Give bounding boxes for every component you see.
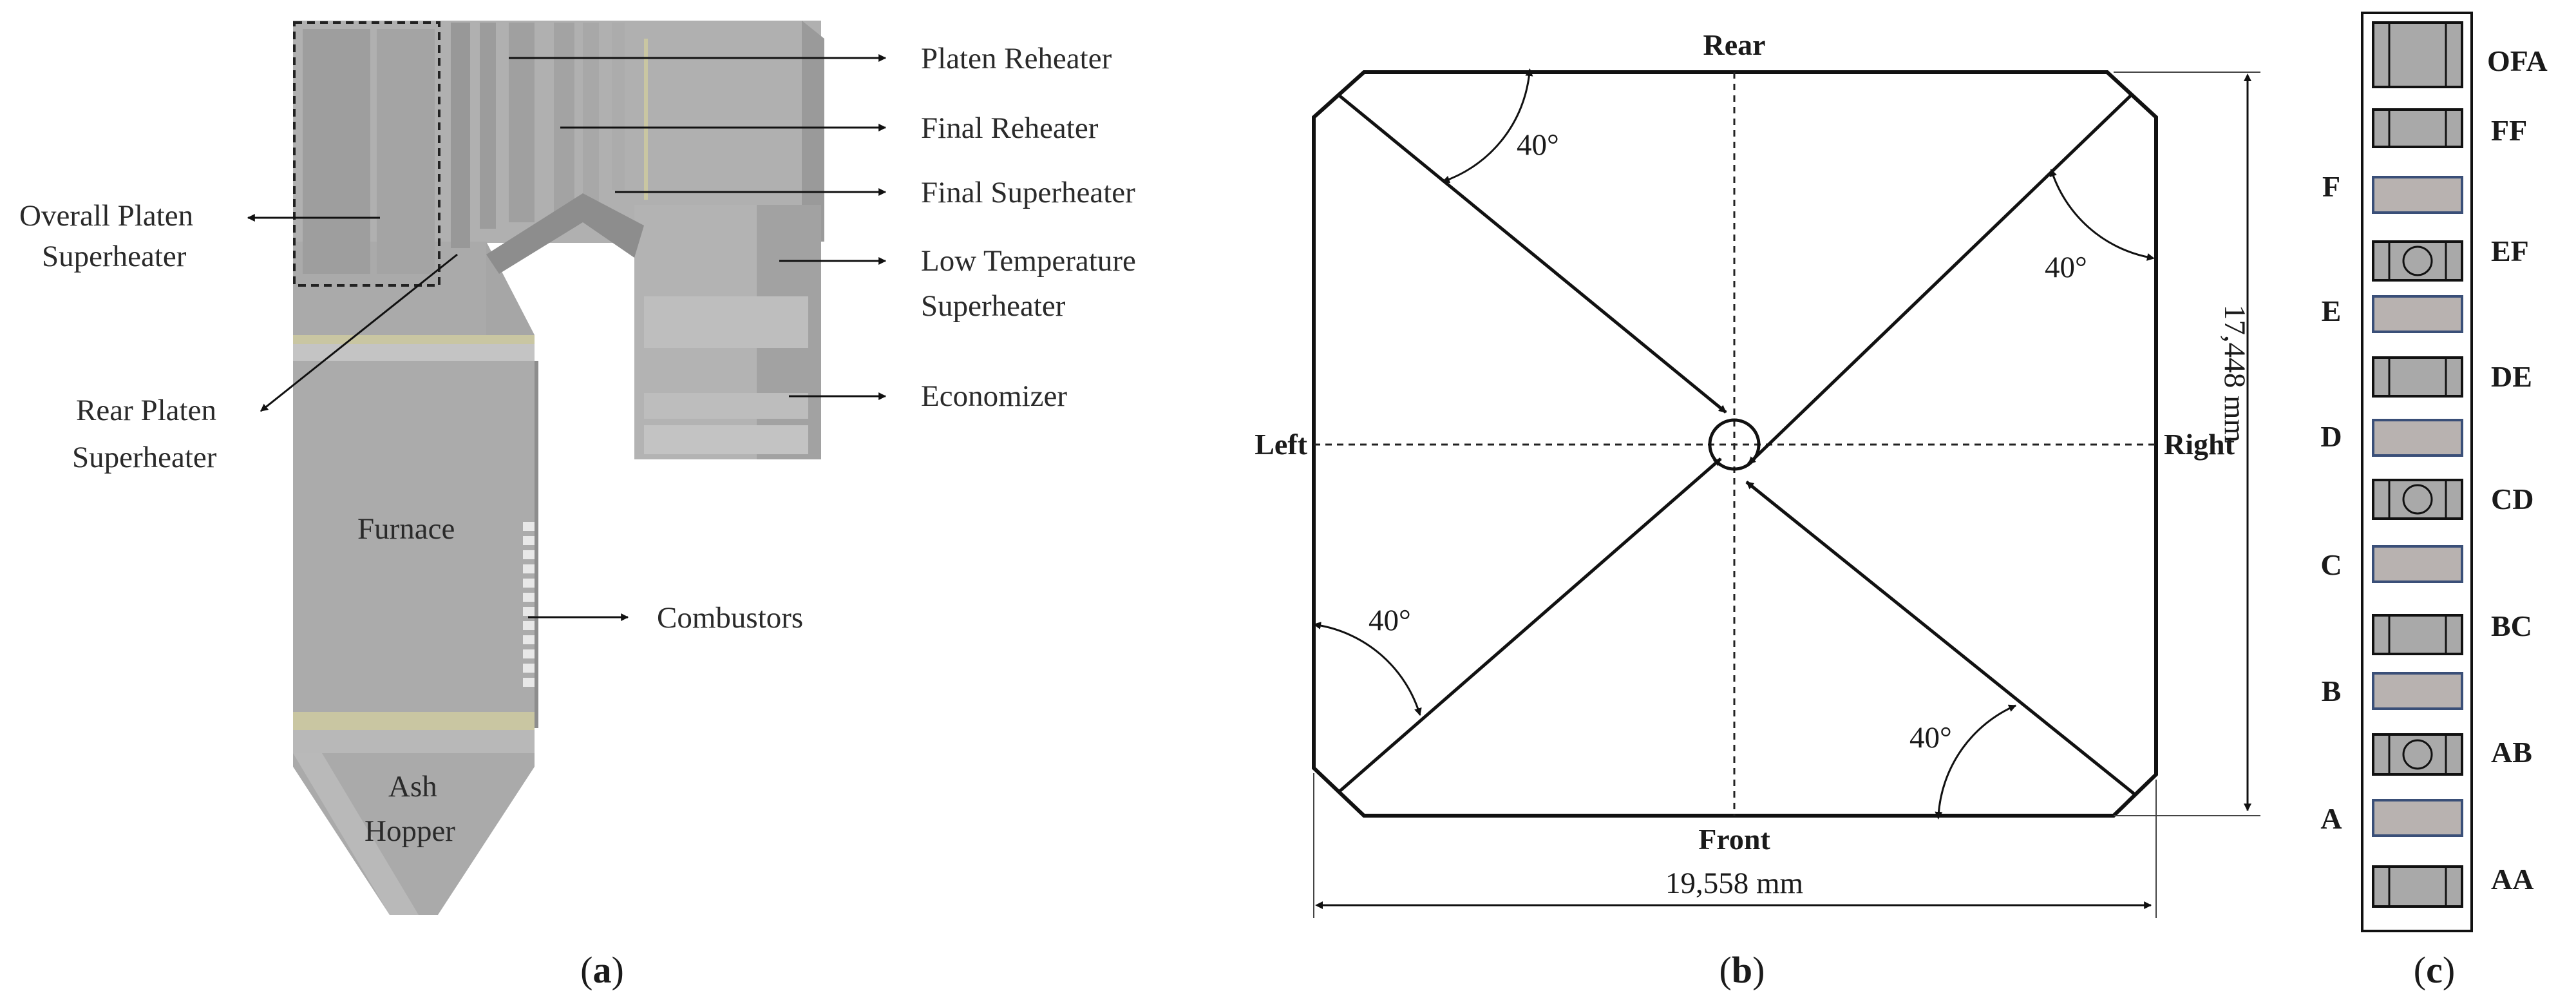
depth-dimension-label: 17,448 mm	[2218, 305, 2251, 443]
burner-column	[2361, 12, 2473, 932]
label-ab: AB	[2491, 736, 2532, 769]
panel-a: Platen Reheater Final Reheater Final Sup…	[19, 21, 1136, 991]
label-a: A	[2320, 802, 2342, 835]
right-labels: OFA FF EF DE CD BC AB AA	[2487, 44, 2548, 896]
nozzle-e	[2372, 295, 2463, 333]
label-de: DE	[2491, 360, 2532, 393]
label-rear-platen-1: Rear Platen	[76, 394, 216, 427]
label-rear: Rear	[1703, 28, 1765, 61]
nozzle-ef	[2372, 240, 2463, 282]
width-dimension-label: 19,558 mm	[1665, 867, 1803, 900]
nozzle-ff	[2372, 108, 2463, 148]
nozzle-ofa	[2372, 21, 2463, 88]
label-overall-platen-2: Superheater	[42, 240, 187, 273]
jet-lines	[1337, 93, 2136, 796]
label-front: Front	[1698, 823, 1770, 856]
label-low-temp-superheater-2: Superheater	[921, 289, 1066, 323]
boiler-body	[293, 21, 824, 915]
nozzle-aa	[2372, 865, 2463, 908]
label-c: C	[2320, 548, 2342, 581]
label-final-reheater: Final Reheater	[921, 111, 1099, 145]
label-f: F	[2322, 170, 2340, 203]
nozzle-cd	[2372, 479, 2463, 520]
angle-label-bottom-right: 40°	[1909, 721, 1952, 754]
label-aa: AA	[2491, 863, 2533, 896]
label-e: E	[2322, 294, 2342, 327]
label-d: D	[2320, 420, 2342, 453]
label-ash: Ash	[388, 770, 437, 803]
tangential-circle	[1708, 418, 1761, 471]
fuel-nozzles	[2372, 176, 2463, 837]
label-ofa: OFA	[2487, 44, 2548, 77]
angle-labels: 40° 40° 40° 40°	[1368, 128, 2087, 754]
label-ff: FF	[2491, 114, 2527, 147]
nozzle-de	[2372, 356, 2463, 398]
nozzle-a	[2372, 799, 2463, 837]
combustor-ports	[523, 522, 535, 687]
overall-platen-box	[293, 21, 440, 287]
label-hopper: Hopper	[365, 814, 455, 848]
angle-label-bottom-left: 40°	[1368, 604, 1411, 637]
nozzle-bc	[2372, 614, 2463, 655]
angle-arcs	[1313, 68, 2155, 820]
label-platen-reheater: Platen Reheater	[921, 42, 1112, 75]
depth-dimension	[2114, 72, 2260, 816]
angle-label-top-right: 40°	[2045, 251, 2087, 284]
label-furnace: Furnace	[357, 512, 455, 546]
label-rear-platen-2: Superheater	[72, 441, 217, 474]
label-combustors: Combustors	[657, 601, 803, 635]
nozzle-d	[2372, 419, 2463, 457]
label-left: Left	[1255, 428, 1307, 461]
panel-c: OFA FF EF DE CD BC AB AA F E D C B A (c)	[2320, 12, 2548, 991]
nozzle-dividers	[2388, 23, 2447, 907]
label-right: Right	[2164, 428, 2235, 461]
label-bc: BC	[2491, 609, 2532, 642]
label-b: B	[2322, 675, 2342, 707]
nozzle-f	[2372, 176, 2463, 214]
caption-c: (c)	[2414, 949, 2455, 991]
label-overall-platen-1: Overall Platen	[19, 199, 193, 233]
label-cd: CD	[2491, 483, 2533, 515]
air-nozzles	[2372, 21, 2463, 908]
caption-b: (b)	[1719, 949, 1765, 991]
label-final-superheater: Final Superheater	[921, 176, 1135, 209]
caption-a: (a)	[580, 949, 624, 991]
label-economizer: Economizer	[921, 379, 1067, 413]
label-ef: EF	[2491, 235, 2529, 267]
angle-label-top-left: 40°	[1517, 128, 1559, 162]
nozzle-c	[2372, 545, 2463, 583]
width-dimension	[1313, 773, 2157, 918]
nozzle-b	[2372, 672, 2463, 710]
panel-b: 40° 40° 40° 40° Rear Front Left Right 19…	[1255, 28, 2260, 991]
left-labels: F E D C B A	[2320, 170, 2342, 835]
label-low-temp-superheater-1: Low Temperature	[921, 244, 1136, 278]
panel-a-leaders	[247, 54, 887, 621]
oil-gun-circles	[2402, 245, 2433, 770]
panel-a-labels: Platen Reheater Final Reheater Final Sup…	[19, 42, 1136, 848]
